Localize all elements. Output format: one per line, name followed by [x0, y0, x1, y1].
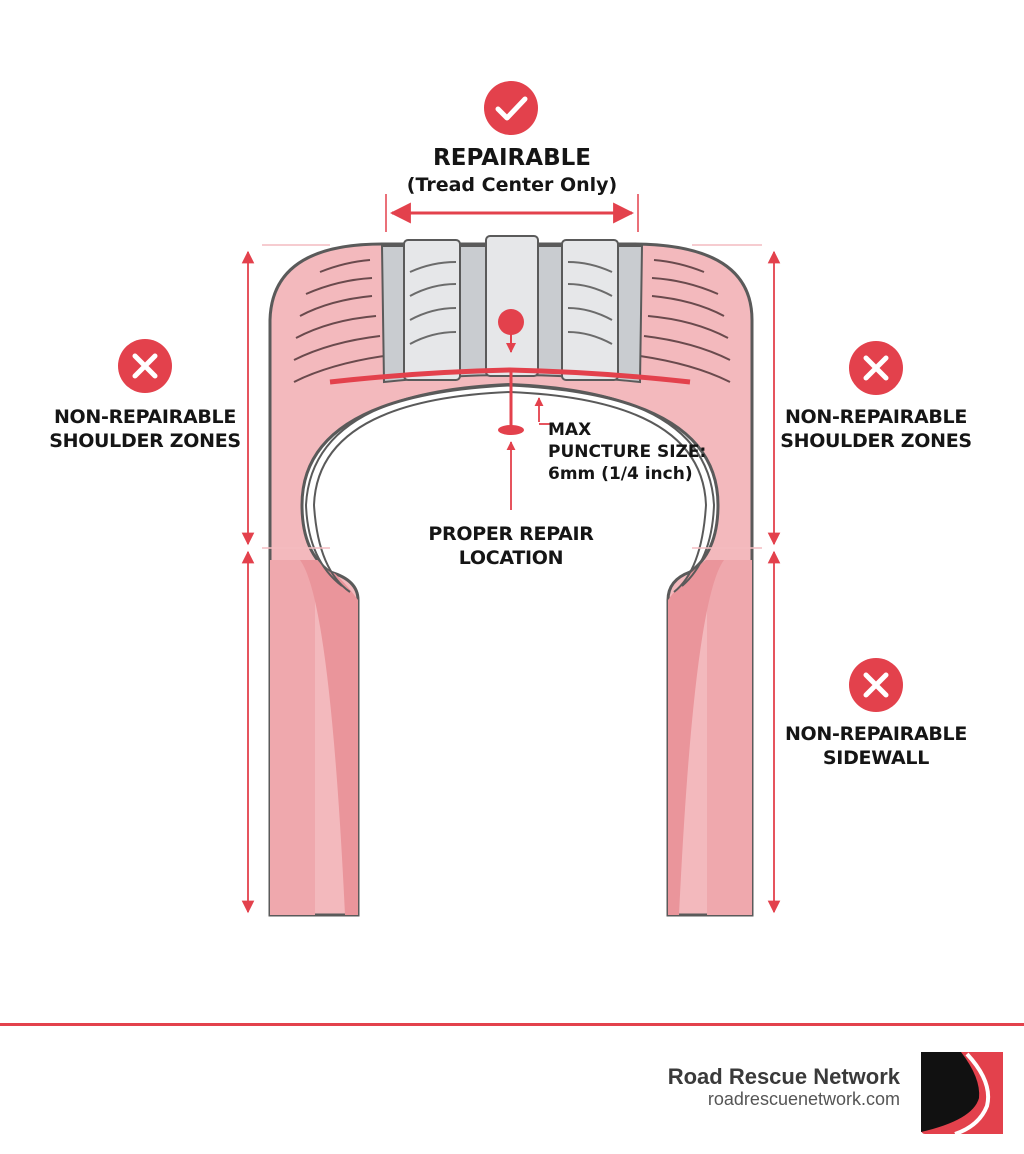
puncture-line1: MAX [548, 420, 592, 440]
repairable-title: REPAIRABLE [433, 145, 591, 171]
puncture-size-arrows [534, 397, 552, 425]
brand-name: Road Rescue Network [667, 1064, 900, 1089]
center-tread [380, 235, 644, 384]
repairable-subtitle: (Tread Center Only) [406, 174, 618, 196]
right-shoulder-grooves [639, 259, 731, 383]
puncture-size-label: MAX PUNCTURE SIZE: 6mm (1/4 inch) [548, 419, 718, 485]
left-shoulder-label: NON-REPAIRABLE SHOULDER ZONES [0, 405, 290, 453]
left-shoulder-line2: SHOULDER ZONES [49, 430, 241, 452]
sidewall-shading [270, 560, 752, 915]
brand-url: roadrescuenetwork.com [707, 1089, 900, 1109]
puncture-line3: 6mm (1/4 inch) [548, 464, 693, 484]
repair-location-line1: PROPER REPAIR [428, 523, 594, 545]
puncture-line2: PUNCTURE SIZE: [548, 442, 707, 462]
puncture-marker [498, 309, 524, 435]
sidewall-line2: SIDEWALL [822, 747, 930, 769]
x-circle-icon [849, 341, 903, 395]
footer-divider [0, 1023, 1024, 1026]
left-shoulder-grooves [293, 259, 385, 383]
x-circle-icon [849, 658, 903, 712]
check-circle-icon [484, 81, 538, 135]
right-shoulder-line2: SHOULDER ZONES [780, 430, 972, 452]
sidewall-line1: NON-REPAIRABLE [784, 723, 968, 745]
repairable-width-dimension [385, 194, 639, 232]
road-rescue-logo-icon [921, 1052, 1003, 1134]
x-circle-icon [118, 339, 172, 393]
sidewall-label: NON-REPAIRABLE SIDEWALL [731, 722, 1021, 770]
left-shoulder-line1: NON-REPAIRABLE [53, 406, 237, 428]
repair-location-label: PROPER REPAIR LOCATION [381, 522, 641, 570]
right-shoulder-line1: NON-REPAIRABLE [784, 406, 968, 428]
repairable-label: REPAIRABLE (Tread Center Only) [362, 144, 662, 198]
right-shoulder-label: NON-REPAIRABLE SHOULDER ZONES [731, 405, 1021, 453]
repair-location-line2: LOCATION [458, 547, 564, 569]
zone-boundaries [262, 244, 762, 549]
